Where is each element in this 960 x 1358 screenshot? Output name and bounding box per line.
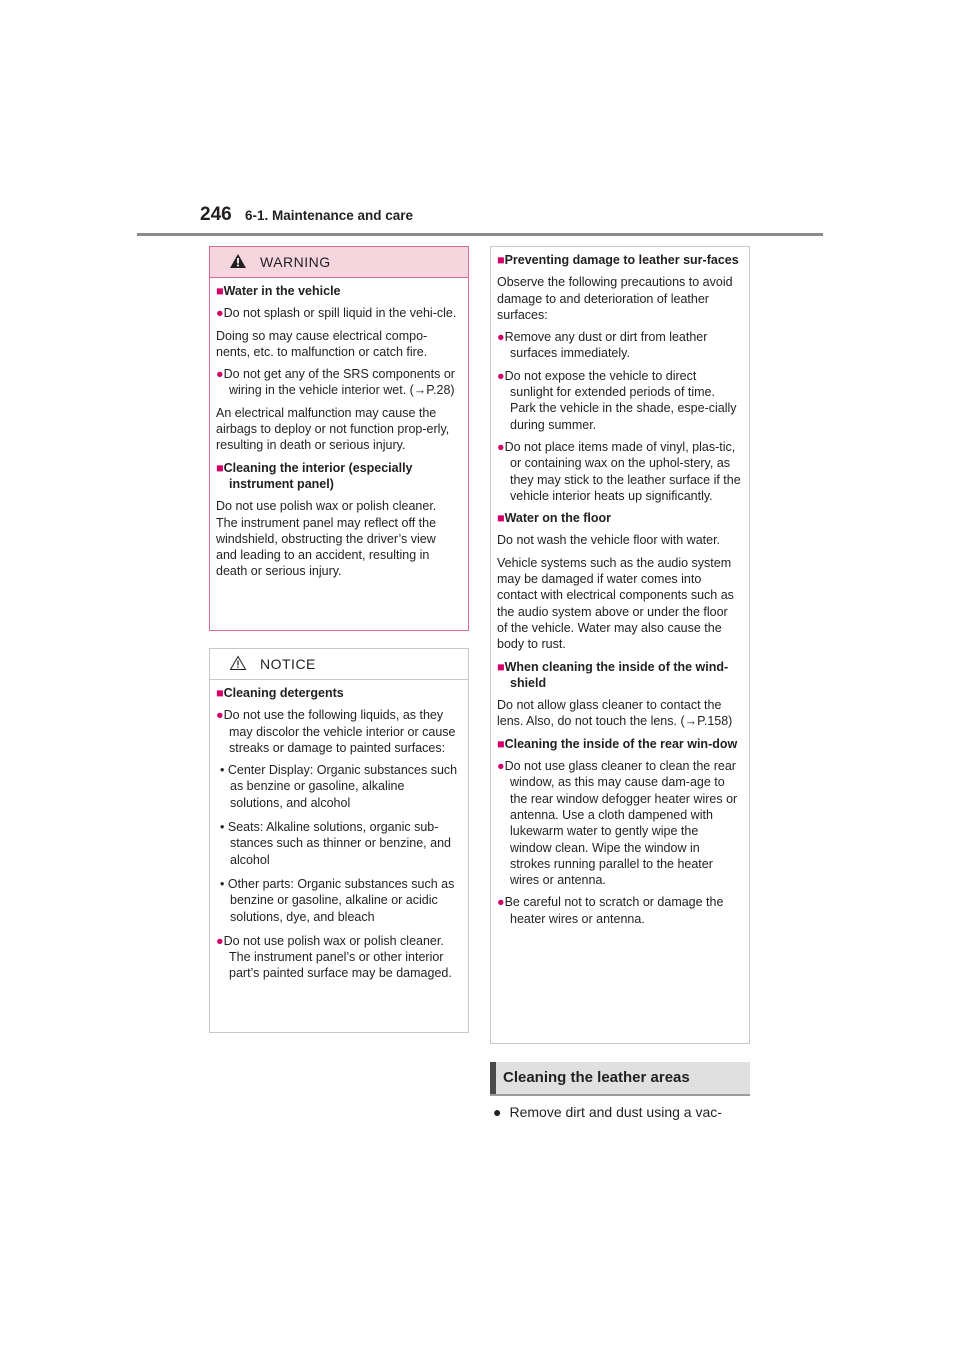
subheading: ■Water in the vehicle — [216, 283, 460, 299]
dash-icon: • — [220, 763, 225, 778]
subheading: ■Cleaning the inside of the rear win-dow — [497, 736, 741, 752]
list-item: ●Do not expose the vehicle to direct sun… — [497, 368, 741, 433]
subheading: ■When cleaning the inside of the wind-sh… — [497, 659, 741, 692]
item-text: Water on the floor — [504, 511, 612, 526]
warning-box: WARNING ■Water in the vehicle●Do not spl… — [209, 246, 469, 631]
item-text: Do not use polish wax or polish cleaner.… — [223, 933, 452, 981]
item-text: Do not wash the vehicle floor with water… — [497, 533, 721, 548]
notice-box: NOTICE ■Cleaning detergents●Do not use t… — [209, 648, 469, 1033]
item-text: Cleaning the interior (especially instru… — [223, 460, 413, 491]
bullet-icon: ● — [497, 439, 505, 454]
square-marker-icon: ■ — [497, 659, 505, 674]
list-item: • Seats: Alkaline solutions, organic sub… — [216, 819, 460, 868]
item-text: Do not place items made of vinyl, plas-t… — [504, 439, 741, 503]
notice-title: NOTICE — [260, 656, 316, 672]
warning-header: WARNING — [210, 247, 468, 278]
notice-header: NOTICE — [210, 649, 468, 680]
square-marker-icon: ■ — [497, 736, 505, 751]
item-text: Doing so may cause electrical compo-nent… — [216, 328, 428, 359]
leather-bullet: ● Remove dirt and dust using a vac- — [493, 1104, 753, 1120]
item-text: Do not use glass cleaner to clean the re… — [504, 759, 738, 888]
bullet-icon: ● — [216, 933, 224, 948]
leather-section-heading: Cleaning the leather areas — [490, 1062, 750, 1096]
item-text: Other parts: Organic substances such as … — [224, 876, 455, 924]
list-item: ●Do not place items made of vinyl, plas-… — [497, 439, 741, 504]
bullet-icon: ● — [493, 1104, 502, 1120]
paragraph: Do not allow glass cleaner to contact th… — [497, 697, 741, 730]
paragraph: Do not use polish wax or polish cleaner.… — [216, 498, 460, 579]
square-marker-icon: ■ — [216, 460, 224, 475]
leather-heading-text: Cleaning the leather areas — [503, 1069, 690, 1086]
item-text: Cleaning detergents — [223, 686, 344, 700]
item-text: Do not allow glass cleaner to contact th… — [497, 698, 733, 729]
dash-icon: • — [220, 820, 225, 835]
item-text: Remove any dust or dirt from leather sur… — [504, 330, 708, 361]
list-item: ●Do not use glass cleaner to clean the r… — [497, 758, 741, 888]
list-item: ●Do not use the following liquids, as th… — [216, 707, 460, 756]
item-text: Vehicle systems such as the audio system… — [497, 555, 734, 652]
item-text: Seats: Alkaline solutions, organic sub-s… — [224, 820, 451, 867]
list-item: • Center Display: Organic substances suc… — [216, 762, 460, 811]
paragraph: Doing so may cause electrical compo-nent… — [216, 328, 460, 361]
dash-icon: • — [220, 876, 225, 891]
paragraph: An electrical malfunction may cause the … — [216, 405, 460, 454]
subheading: ■Cleaning detergents — [216, 685, 460, 701]
item-text: Water in the vehicle — [223, 284, 341, 298]
square-marker-icon: ■ — [497, 253, 505, 267]
list-item: • Other parts: Organic substances such a… — [216, 876, 460, 925]
item-text: Center Display: Organic substances such … — [224, 763, 458, 810]
leather-bullet-text: Remove dirt and dust using a vac- — [509, 1104, 722, 1120]
list-item: ●Do not use polish wax or polish cleaner… — [216, 933, 460, 982]
header-divider — [137, 233, 823, 236]
item-text: Do not splash or spill liquid in the veh… — [223, 306, 457, 321]
bullet-icon: ● — [216, 708, 224, 723]
notice-content: ■Cleaning detergents●Do not use the foll… — [210, 680, 468, 982]
bullet-icon: ● — [497, 330, 505, 345]
item-text: Be careful not to scratch or damage the … — [504, 895, 724, 926]
bullet-icon: ● — [497, 895, 505, 910]
item-text: Do not expose the vehicle to direct sunl… — [504, 368, 737, 432]
paragraph: Do not wash the vehicle floor with water… — [497, 532, 741, 548]
item-text: Do not get any of the SRS components or … — [223, 367, 455, 398]
list-item: ●Remove any dust or dirt from leather su… — [497, 329, 741, 362]
item-text: Preventing damage to leather sur-faces — [504, 253, 739, 267]
warning-title: WARNING — [260, 254, 331, 270]
square-marker-icon: ■ — [497, 511, 505, 526]
bullet-icon: ● — [216, 367, 224, 382]
page-header: 246 6-1. Maintenance and care — [200, 204, 760, 232]
square-marker-icon: ■ — [216, 686, 224, 700]
paragraph: Observe the following precautions to avo… — [497, 274, 741, 323]
item-text: An electrical malfunction may cause the … — [216, 405, 450, 453]
item-text: Do not use polish wax or polish cleaner.… — [216, 499, 437, 579]
subheading: ■Preventing damage to leather sur-faces — [497, 252, 741, 268]
page-number: 246 — [200, 204, 232, 225]
list-item: ●Do not splash or spill liquid in the ve… — [216, 305, 460, 321]
item-text: When cleaning the inside of the wind-shi… — [504, 659, 729, 690]
bullet-icon: ● — [216, 306, 224, 321]
bullet-icon: ● — [497, 759, 505, 774]
item-text: Cleaning the inside of the rear win-dow — [504, 736, 738, 751]
item-text: Do not use the following liquids, as the… — [223, 708, 456, 755]
item-text: Observe the following precautions to avo… — [497, 275, 733, 322]
square-marker-icon: ■ — [216, 284, 224, 298]
bullet-icon: ● — [497, 368, 505, 383]
list-item: ●Do not get any of the SRS components or… — [216, 366, 460, 399]
list-item: ●Be careful not to scratch or damage the… — [497, 894, 741, 927]
subheading: ■Water on the floor — [497, 510, 741, 526]
warning-triangle-icon — [230, 254, 246, 268]
subheading: ■Cleaning the interior (especially instr… — [216, 460, 460, 493]
warning-content: ■Water in the vehicle●Do not splash or s… — [210, 278, 468, 580]
notice-triangle-icon — [229, 655, 247, 670]
section-title: 6-1. Maintenance and care — [245, 208, 414, 223]
paragraph: Vehicle systems such as the audio system… — [497, 555, 741, 653]
